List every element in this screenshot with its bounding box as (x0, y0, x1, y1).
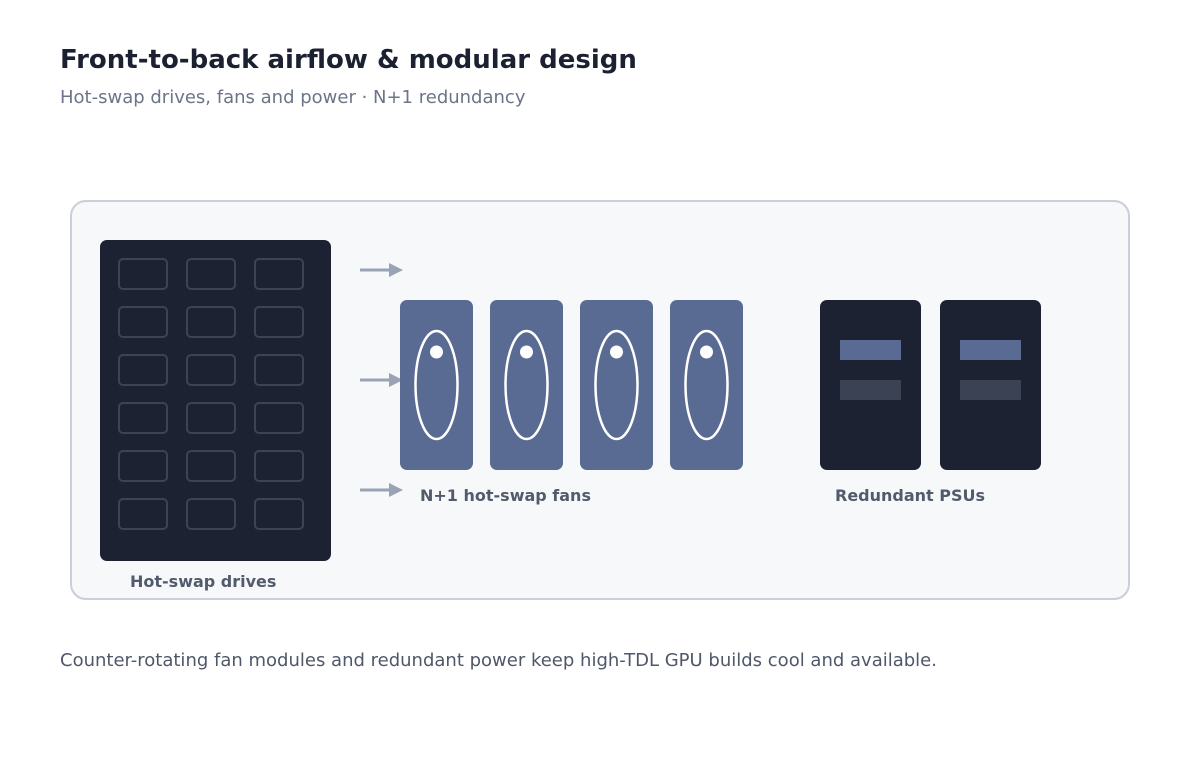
drive-bay (254, 306, 304, 338)
drive-bay (186, 498, 236, 530)
drive-bay (254, 258, 304, 290)
drive-bay (186, 258, 236, 290)
psu-indicator-bar (840, 380, 901, 400)
fan-module (400, 300, 473, 470)
caption: Counter-rotating fan modules and redunda… (60, 650, 937, 671)
drive-bay (186, 450, 236, 482)
airflow-arrow-icon (360, 373, 403, 387)
psu-module (820, 300, 921, 470)
fan-icon (594, 329, 639, 441)
drive-bay (254, 402, 304, 434)
page-subtitle: Hot-swap drives, fans and power · N+1 re… (60, 87, 526, 108)
drive-bay (186, 402, 236, 434)
drive-bay (118, 450, 168, 482)
drives-label: Hot-swap drives (130, 572, 277, 591)
page-title: Front-to-back airflow & modular design (60, 45, 637, 75)
drive-bay (186, 354, 236, 386)
drive-bay (254, 450, 304, 482)
psu-module (940, 300, 1041, 470)
airflow-arrows (360, 263, 403, 497)
fan-module (580, 300, 653, 470)
drive-bay (118, 498, 168, 530)
drive-bay (254, 354, 304, 386)
drive-bay (118, 306, 168, 338)
psu-indicator-bar (960, 340, 1021, 360)
airflow-arrow-icon (360, 263, 403, 277)
drive-bay (186, 306, 236, 338)
drive-cage (100, 240, 331, 561)
fan-icon (414, 329, 459, 441)
fan-module (670, 300, 743, 470)
fan-module (490, 300, 563, 470)
drive-bay (118, 258, 168, 290)
psus-label: Redundant PSUs (835, 486, 986, 505)
fan-icon (684, 329, 729, 441)
airflow-arrow-icon (360, 483, 403, 497)
fans-label: N+1 hot-swap fans (420, 486, 591, 505)
fan-icon (504, 329, 549, 441)
psu-indicator-bar (840, 340, 901, 360)
drive-bay (254, 498, 304, 530)
drive-bay (118, 402, 168, 434)
psu-indicator-bar (960, 380, 1021, 400)
drive-bay (118, 354, 168, 386)
